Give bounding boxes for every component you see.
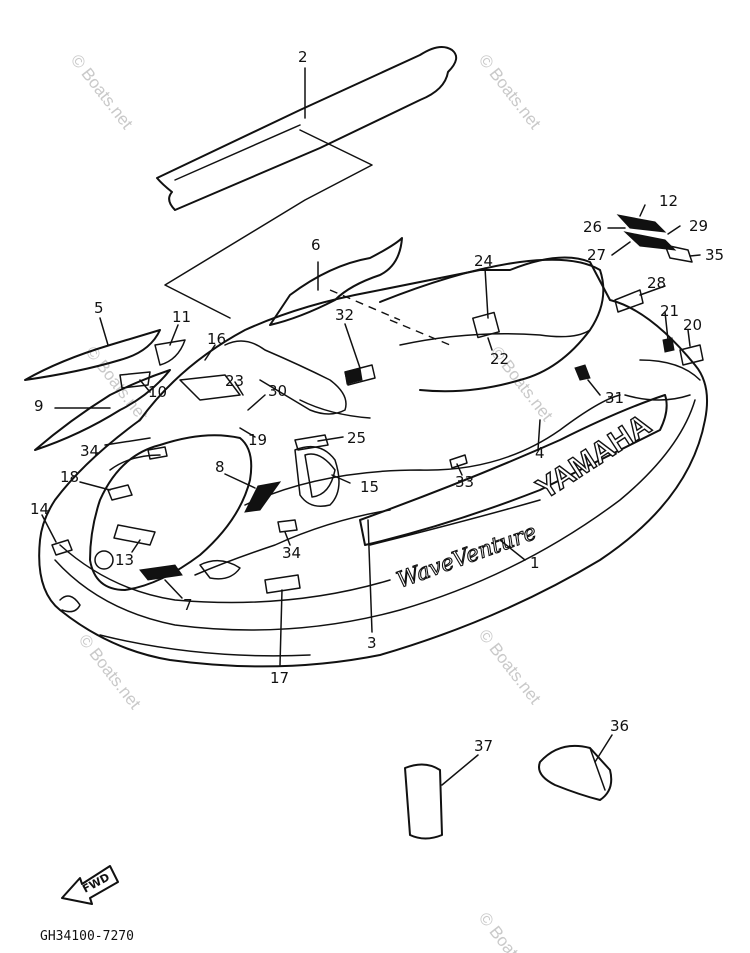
callout-25: 25 [347, 429, 366, 447]
deck-frame-outline [164, 129, 373, 319]
callout-13: 13 [115, 551, 134, 569]
callout-numbers: 1 2 3 4 5 6 7 8 9 10 11 12 13 14 15 16 1… [30, 48, 724, 755]
callout-35: 35 [705, 246, 724, 264]
callout-9: 9 [34, 397, 44, 415]
fwd-direction-arrow: FWD [61, 865, 119, 905]
callout-28: 28 [647, 274, 666, 292]
callout-26: 26 [583, 218, 602, 236]
watermark-text: © Boats.net [67, 51, 137, 133]
callout-7: 7 [183, 596, 193, 614]
callout-19: 19 [248, 431, 267, 449]
decal-part-6 [269, 237, 403, 326]
callout-27: 27 [587, 246, 606, 264]
part-36-pad [538, 744, 613, 801]
callout-16: 16 [207, 330, 226, 348]
callout-20: 20 [683, 316, 702, 334]
callout-23: 23 [225, 372, 244, 390]
callout-1: 1 [530, 554, 540, 572]
callout-4: 4 [535, 444, 545, 462]
watermark-group: © Boats.net © Boats.net © Boats.net © Bo… [67, 51, 557, 953]
callout-31: 31 [605, 389, 624, 407]
callout-3: 3 [367, 634, 377, 652]
decal-part-5 [24, 329, 161, 381]
watermark-text: © Boats.net [475, 626, 545, 708]
callout-15: 15 [360, 478, 379, 496]
callout-24: 24 [474, 252, 493, 270]
decal-part-9 [34, 369, 171, 451]
callout-37: 37 [474, 737, 493, 755]
part-code-label: GH34100-7270 [40, 929, 134, 944]
callout-17: 17 [270, 669, 289, 687]
callout-30: 30 [268, 382, 287, 400]
callout-10: 10 [148, 383, 167, 401]
callout-21: 21 [660, 302, 679, 320]
callout-18: 18 [60, 468, 79, 486]
sticker-shapes [51, 289, 704, 594]
callout-34-left: 34 [80, 442, 99, 460]
seat-decal [156, 45, 458, 211]
callout-34-right: 34 [282, 544, 301, 562]
callout-22: 22 [490, 350, 509, 368]
callout-32: 32 [335, 306, 354, 324]
callout-11: 11 [172, 308, 191, 326]
callout-12: 12 [659, 192, 678, 210]
callout-29: 29 [689, 217, 708, 235]
callout-8: 8 [215, 458, 225, 476]
part-37-pad [404, 763, 443, 840]
emblem-cluster [616, 214, 693, 263]
callout-33: 33 [455, 473, 474, 491]
callout-5: 5 [94, 299, 104, 317]
watermark-text: © Boats.net [475, 909, 545, 953]
watermark-text: © Boats.net [475, 51, 545, 133]
callout-6: 6 [311, 236, 321, 254]
callout-14: 14 [30, 500, 49, 518]
hull-body [38, 256, 708, 668]
callout-2: 2 [298, 48, 308, 66]
leader-lines [41, 67, 701, 786]
callout-36: 36 [610, 717, 629, 735]
